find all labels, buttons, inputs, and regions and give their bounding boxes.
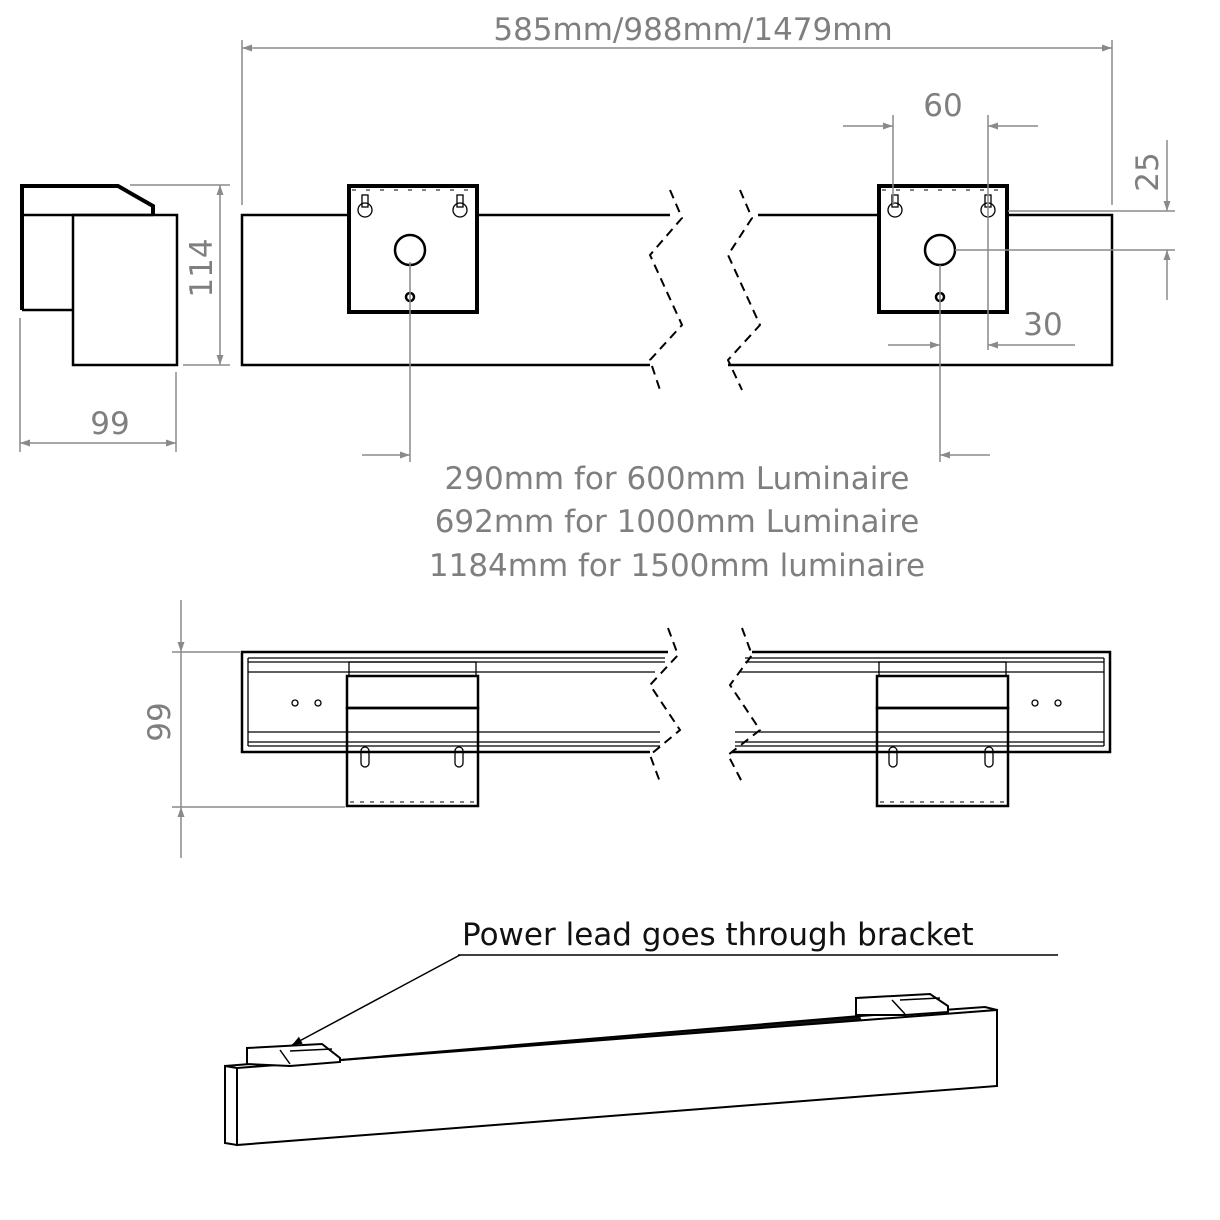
hole-offset-label: 30 xyxy=(1023,307,1062,343)
keyhole-offset-label: 25 xyxy=(1130,152,1166,191)
iso-bracket-left xyxy=(246,1042,341,1068)
isometric-view: Power lead goes through bracket xyxy=(224,917,1058,1147)
plan-bracket-right xyxy=(875,661,1010,808)
side-height-label: 114 xyxy=(184,238,220,297)
plan-bracket-left xyxy=(345,661,480,808)
keyhole-icon xyxy=(452,194,468,218)
iso-bracket-right xyxy=(855,992,949,1016)
keyhole-spacing-label: 60 xyxy=(923,88,962,124)
side-view: 114 99 xyxy=(19,184,230,452)
overall-length-label: 585mm/988mm/1479mm xyxy=(493,12,892,48)
wall-bracket-left xyxy=(347,184,479,314)
front-elevation: 60 25 30 290mm for 600mm Luminaire 692mm… xyxy=(240,88,1175,584)
plan-view: 99 xyxy=(142,600,1112,858)
plan-depth-label: 99 xyxy=(142,702,178,741)
keyhole-icon xyxy=(887,194,903,218)
bracket-centres-1500: 1184mm for 1500mm luminaire xyxy=(429,548,925,584)
side-width-label: 99 xyxy=(90,406,129,442)
bracket-centres-1000: 692mm for 1000mm Luminaire xyxy=(435,504,920,540)
power-lead-note: Power lead goes through bracket xyxy=(462,917,974,953)
overall-length-dimension: 585mm/988mm/1479mm xyxy=(241,12,1113,205)
wall-bracket-right xyxy=(877,184,1009,314)
bracket-centres-600: 290mm for 600mm Luminaire xyxy=(445,461,910,497)
leader-arrow xyxy=(291,954,461,1046)
keyhole-icon xyxy=(357,194,373,218)
